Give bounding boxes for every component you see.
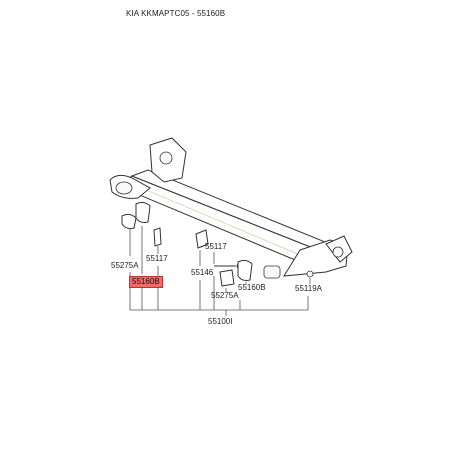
mid-washer: [219, 269, 235, 287]
mid-bracket: [195, 229, 209, 249]
label-55100I[interactable]: 55100I: [208, 317, 233, 326]
label-55275A-left[interactable]: 55275A: [111, 261, 139, 270]
right-hub-hole: [332, 246, 344, 258]
left-bushing-eye: [115, 181, 133, 195]
right-bushing-eye: [263, 265, 281, 279]
left-bushing: [135, 201, 151, 223]
label-55146[interactable]: 55146: [191, 268, 214, 277]
label-55160B-left-highlighted[interactable]: 55160B: [129, 276, 163, 288]
label-55117-left[interactable]: 55117: [146, 254, 168, 263]
label-55160B-mid[interactable]: 55160B: [238, 283, 266, 292]
leader-55100I-bracket: [129, 272, 309, 311]
left-washer: [121, 213, 137, 229]
label-55117-mid[interactable]: 55117: [205, 242, 227, 251]
right-bolt: [306, 270, 314, 278]
mid-bushing: [237, 259, 253, 281]
beam-guide-line: [131, 183, 301, 256]
left-bolt: [153, 227, 162, 247]
label-55275A-mid[interactable]: 55275A: [211, 291, 239, 300]
left-hub-hole: [159, 151, 173, 165]
torsion-beam-top: [130, 169, 332, 251]
diagram-title: KIA KKMAPTC05 - 55160B: [126, 9, 226, 18]
label-55119A[interactable]: 55119A: [295, 284, 322, 293]
